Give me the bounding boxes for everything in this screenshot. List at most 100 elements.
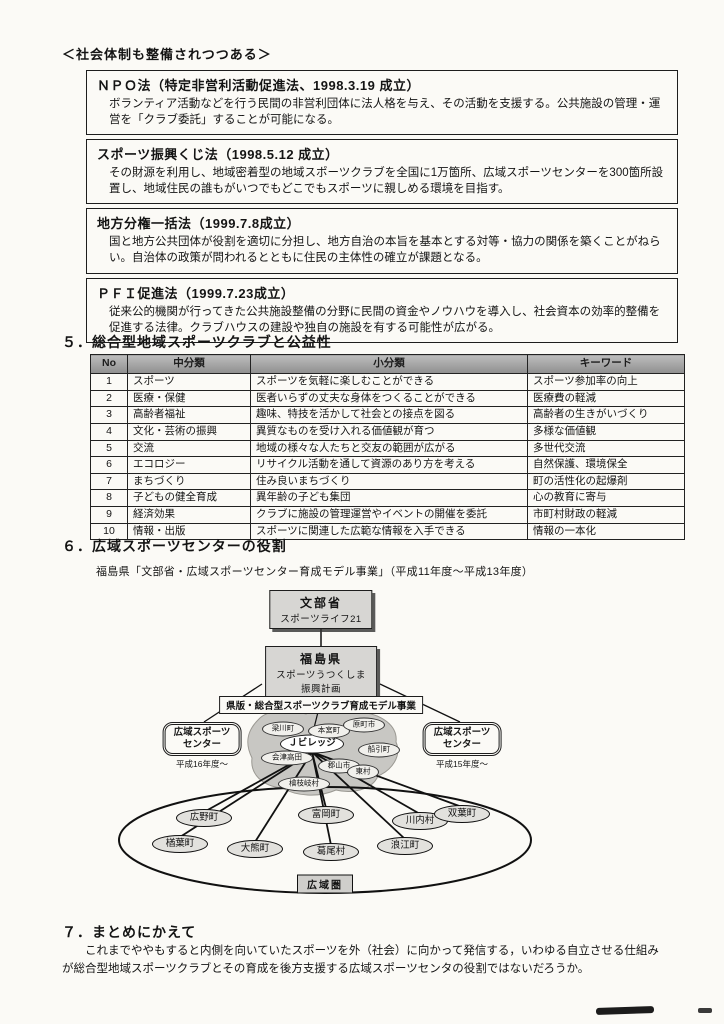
law-box-list: ＮＰＯ法（特定非営利活動促進法、1998.3.19 成立） ボランティア活動など…: [86, 70, 678, 347]
table-cell: 異年齢の子ども集団: [250, 489, 528, 508]
table-cell: まちづくり: [127, 472, 251, 491]
diagram-caption: 福島県「文部省・広域スポーツセンター育成モデル事業」（平成11年度～平成13年度…: [96, 566, 534, 578]
table-cell: 市町村財政の軽減: [527, 506, 685, 524]
table-cell: スポーツに関連した広範な情報を入手できる: [250, 522, 528, 541]
table-cell: 交流: [127, 439, 251, 458]
section7-heading: ７．まとめにかえて: [62, 924, 197, 940]
prefecture-name: 福島県: [299, 652, 342, 666]
region-scope-label: 広域圏: [297, 874, 353, 894]
law-body: 国と地方公共団体が役割を適切に分担し、地方自治の本旨を基本とする対等・協力の関係…: [109, 236, 661, 265]
region-town-node: 広野町: [176, 809, 232, 827]
table-cell: 心の教育に寄与: [527, 489, 685, 508]
table-cell: 7: [90, 472, 128, 491]
col-header-keyword: キーワード: [527, 354, 685, 374]
prefecture-box: 福島県 スポーツうつくしま 振興計画: [265, 646, 377, 699]
col-header-detail: 小分類: [250, 354, 528, 374]
right-center-line2: センター: [442, 738, 481, 750]
left-center-line2: センター: [182, 738, 221, 750]
table-cell: 4: [90, 422, 128, 441]
table-cell: 高齢者の生きがいづくり: [527, 406, 685, 424]
left-center-year: 平成16年度～: [176, 759, 228, 769]
law-body: その財源を利用し、地域密着型の地域スポーツクラブを全国に1万箇所、広域スポーツセ…: [109, 167, 664, 196]
table-cell: クラブに施設の管理運営やイベントの開催を委託: [250, 506, 528, 524]
table-cell: 町の活性化の起爆剤: [527, 472, 685, 491]
region-town-node: 葛尾村: [303, 843, 359, 861]
table-cell: 住み良いまちづくり: [250, 472, 528, 491]
table-cell: 医療・保健: [127, 389, 251, 408]
section6-heading: ６．広域スポーツセンターの役割: [62, 538, 287, 554]
table-cell: 多世代交流: [527, 439, 685, 458]
law-title: 地方分権一括法（1999.7.8成立）: [97, 216, 301, 232]
organization-diagram: 文部省 スポーツライフ21 福島県 スポーツうつくしま 振興計画 県版・総合型ス…: [0, 584, 724, 914]
section5-heading: ５．総合型地域スポーツクラブと公益性: [62, 334, 332, 350]
map-town-node: 東村: [347, 764, 379, 780]
top-note: ＜社会体制も整備されつつある＞: [62, 47, 272, 62]
prefecture-plan-line2: 振興計画: [300, 684, 341, 695]
left-center-line1: 広域スポーツ: [173, 727, 231, 738]
ministry-program: スポーツライフ21: [280, 614, 362, 625]
law-title: ＮＰＯ法（特定非営利活動促進法、1998.3.19 成立）: [97, 78, 420, 93]
left-sports-center-box: 広域スポーツ センター: [162, 722, 242, 756]
col-header-category: 中分類: [127, 354, 251, 374]
section7-body: これまでややもすると内側を向いていたスポーツを外（社会）に向かって発信する，いわ…: [62, 945, 659, 975]
region-town-node: 富岡町: [298, 806, 354, 824]
table-cell: スポーツを気軽に楽しむことができる: [250, 373, 528, 391]
law-box-pfi: ＰＦＩ促進法（1999.7.23成立） 従来公的機関が行ってきた公共施設整備の分…: [86, 277, 678, 343]
table-cell: リサイクル活動を通して資源のあり方を考える: [250, 456, 528, 474]
region-town-node: 楢葉町: [152, 835, 208, 853]
scan-artifact: [698, 1008, 712, 1013]
table-cell: 高齢者福祉: [127, 406, 251, 424]
table-cell: エコロジー: [127, 456, 251, 474]
law-box-npo: ＮＰＯ法（特定非営利活動促進法、1998.3.19 成立） ボランティア活動など…: [86, 70, 678, 136]
table-cell: 多様な価値観: [527, 422, 685, 441]
law-body: 従来公的機関が行ってきた公共施設整備の分野に民間の資金やノウハウを導入し、社会資…: [109, 305, 661, 334]
table-cell: 医療費の軽減: [527, 389, 685, 408]
table-cell: 情報・出版: [127, 522, 251, 541]
table-cell: 医者いらずの丈夫な身体をつくることができる: [250, 389, 528, 408]
table-cell: 1: [90, 373, 128, 391]
table-cell: 9: [90, 506, 128, 524]
law-box-toto: スポーツ振興くじ法（1998.5.12 成立） その財源を利用し、地域密着型の地…: [86, 139, 678, 205]
prefecture-plan-line1: スポーツうつくしま: [276, 670, 366, 681]
table-cell: 自然保護、環境保全: [527, 456, 685, 474]
map-town-node: 梁川町: [262, 721, 304, 737]
law-title: ＰＦＩ促進法（1999.7.23成立）: [97, 285, 295, 301]
law-body: ボランティア活動などを行う民間の非営利団体に法人格を与え、その活動を支援する。公…: [109, 98, 661, 127]
law-box-decentralization: 地方分権一括法（1999.7.8成立） 国と地方公共団体が役割を適切に分担し、地…: [86, 208, 678, 274]
table-cell: 6: [90, 456, 128, 474]
ministry-name: 文部省: [299, 596, 343, 610]
law-title: スポーツ振興くじ法（1998.5.12 成立）: [97, 147, 339, 163]
region-town-node: 川内村: [392, 812, 448, 830]
map-town-node: 会津高田: [261, 750, 313, 766]
table-cell: 趣味、特技を活かして社会との接点を図る: [250, 406, 528, 424]
map-town-node: 原町市: [343, 717, 385, 733]
region-town-node: 大熊町: [227, 840, 283, 858]
table-cell: 文化・芸術の振興: [127, 422, 251, 441]
col-header-no: No: [90, 354, 128, 374]
table-cell: 地域の様々な人たちと交友の範囲が広がる: [250, 439, 528, 458]
table-header-row: No 中分類 小分類 キーワード: [90, 354, 685, 374]
table-cell: スポーツ参加率の向上: [527, 373, 685, 391]
map-town-node: 船引町: [358, 742, 400, 758]
model-project-label: 県版・総合型スポーツクラブ育成モデル事業: [219, 696, 423, 714]
table-cell: 異質なものを受け入れる価値観が育つ: [250, 422, 528, 441]
table-cell: 子どもの健全育成: [127, 489, 251, 508]
right-sports-center-box: 広域スポーツ センター: [422, 722, 502, 756]
table-cell: 情報の一本化: [527, 522, 685, 541]
region-town-node: 浪江町: [377, 837, 433, 855]
table-cell: 8: [90, 489, 128, 508]
map-town-node: 檜枝岐村: [278, 776, 330, 792]
region-town-node: 双葉町: [434, 805, 490, 823]
ministry-box: 文部省 スポーツライフ21: [269, 590, 373, 629]
